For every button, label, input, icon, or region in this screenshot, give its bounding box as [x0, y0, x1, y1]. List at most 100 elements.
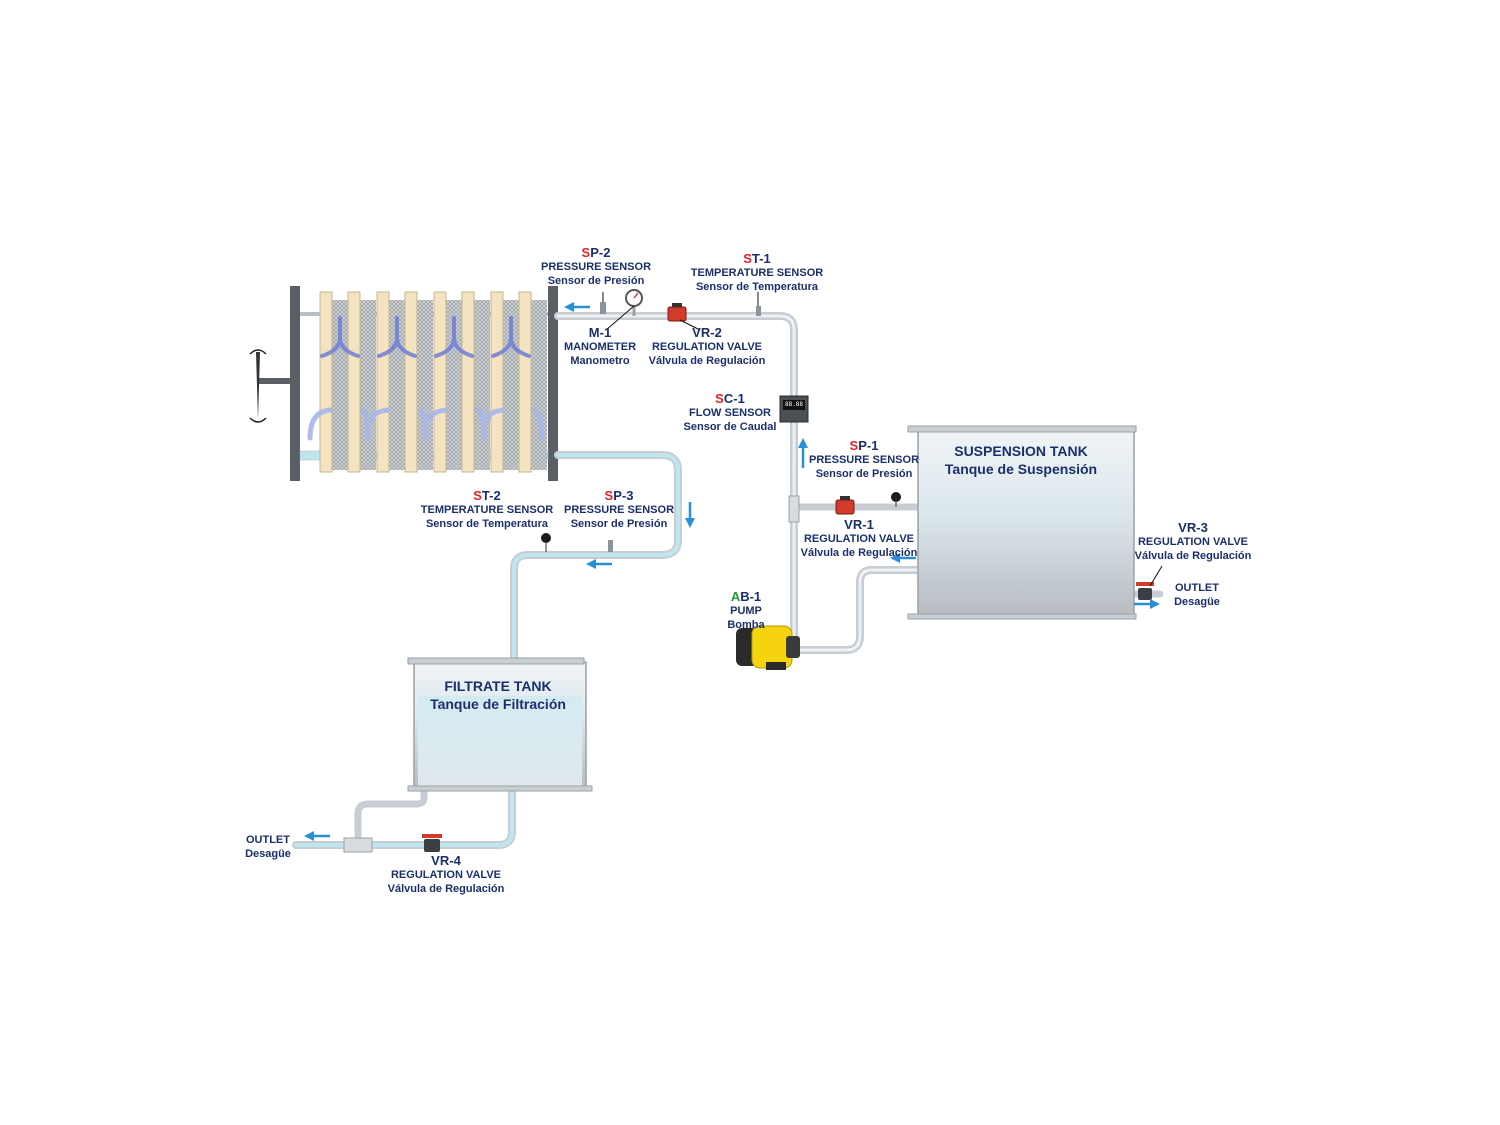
label-ab1: AB-1 PUMP Bomba [727, 590, 764, 632]
filter-plate [376, 291, 390, 473]
label-vr3-es: Válvula de Regulación [1134, 550, 1252, 562]
arrow-left-icon [564, 302, 590, 312]
drain-pipe-left [354, 786, 428, 849]
press-filtrate-arrow [307, 407, 333, 441]
press-filtrate-arrow [369, 407, 391, 423]
label-vr1-en: REGULATION VALVE [803, 533, 914, 545]
label-sc1-code: C-1 [723, 391, 745, 406]
label-sp2-prefix: S [581, 245, 591, 260]
label-sc1-es: Sensor de Caudal [683, 421, 777, 433]
suspension-tank-title-en: SUSPENSION TANK [954, 443, 1088, 459]
bypass-fitting [788, 495, 800, 523]
regulation-valve-vr2[interactable] [667, 303, 701, 331]
label-vr3: VR-3 REGULATION VALVE Válvula de Regulac… [1135, 521, 1252, 563]
press-filtrate-arrow [485, 407, 506, 423]
label-st1: ST-1 TEMPERATURE SENSOR Sensor de Temper… [691, 252, 823, 294]
arrow-right-icon [1134, 599, 1160, 609]
filter-plate [347, 291, 361, 473]
label-m1-en: MANOMETER [563, 341, 637, 353]
manometer[interactable] [605, 289, 643, 331]
arrow-left-icon [304, 831, 330, 841]
filter-plate [490, 291, 504, 473]
temperature-sensor-st1[interactable] [756, 292, 761, 316]
label-sp2-en: PRESSURE SENSOR [540, 261, 652, 273]
label-ab1-code: B-1 [740, 589, 762, 604]
label-sp1-es: Sensor de Presión [815, 468, 913, 480]
label-sp1: SP-1 PRESSURE SENSOR Sensor de Presión [809, 439, 919, 481]
label-outlet-left-es: Desagüe [245, 848, 291, 860]
label-ab1-prefix: A [730, 589, 741, 604]
filter-plate [319, 291, 333, 473]
label-outlet-right-es: Desagüe [1174, 596, 1220, 608]
label-sp3-es: Sensor de Presión [570, 518, 668, 530]
filtrate-tank [407, 657, 593, 792]
suction-pipe-highlight [798, 568, 920, 652]
label-outlet-left-en: OUTLET [245, 834, 290, 846]
pressure-sensor-sp2[interactable] [600, 292, 606, 314]
label-outlet-right-en: OUTLET [1174, 582, 1219, 594]
label-sp1-prefix: S [849, 438, 859, 453]
label-st1-en: TEMPERATURE SENSOR [690, 267, 824, 279]
label-sp3: SP-3 PRESSURE SENSOR Sensor de Presión [564, 489, 674, 531]
label-sc1-en: FLOW SENSOR [689, 407, 771, 419]
regulation-valve-vr1[interactable] [835, 496, 855, 515]
press-flow-arrow [452, 336, 474, 358]
rotation-arrow-bottom [249, 417, 267, 423]
label-sp2-code: P-2 [590, 245, 611, 260]
label-vr1-code: VR-1 [844, 517, 874, 532]
label-sp3-en: PRESSURE SENSOR [563, 504, 675, 516]
label-st2: ST-2 TEMPERATURE SENSOR Sensor de Temper… [421, 489, 553, 531]
label-vr4-es: Válvula de Regulación [387, 883, 505, 895]
press-filtrate-arrow [475, 407, 487, 441]
filtrate-tank-title-es: Tanque de Filtración [430, 696, 566, 712]
filter-plate [461, 291, 475, 473]
drain-tee-fitting [343, 837, 373, 853]
label-m1: M-1 MANOMETER Manometro [564, 326, 636, 368]
label-vr2-code: VR-2 [692, 325, 722, 340]
rotation-handle-icon[interactable] [256, 352, 260, 420]
label-vr1-es: Válvula de Regulación [800, 547, 918, 559]
suspension-tank-title: SUSPENSION TANK Tanque de Suspensión [945, 442, 1097, 478]
filter-plate [404, 291, 418, 473]
label-vr4: VR-4 REGULATION VALVE Válvula de Regulac… [388, 854, 505, 896]
suspension-tank [907, 425, 1137, 620]
press-filtrate-arrow [359, 407, 371, 441]
filter-plate [433, 291, 447, 473]
rotation-arrow-top [249, 349, 267, 355]
regulation-valve-vr4[interactable] [422, 834, 442, 852]
filtrate-pipe [510, 451, 682, 664]
pump-ab1[interactable] [736, 625, 800, 670]
label-m1-es: Manometro [570, 355, 630, 367]
flow-sensor-display: 88.88 [783, 400, 805, 410]
regulation-valve-vr3[interactable] [1136, 565, 1163, 600]
pressure-sensor-sp3[interactable] [608, 540, 613, 552]
press-flow-arrow [509, 336, 531, 358]
pressure-sensor-sp1[interactable] [891, 492, 901, 507]
label-vr2-es: Válvula de Regulación [648, 355, 766, 367]
label-vr4-en: REGULATION VALVE [390, 869, 501, 881]
press-end-plate-right [548, 286, 558, 481]
press-flow-arrow [395, 336, 417, 358]
press-filtrate-arrow [427, 407, 449, 423]
label-vr3-code: VR-3 [1178, 520, 1208, 535]
label-outlet-left: OUTLET Desagüe [245, 833, 291, 861]
filter-press [249, 286, 558, 481]
press-flow-arrow [338, 336, 360, 358]
press-end-plate-left [290, 286, 300, 481]
press-filtrate-arrow [531, 407, 545, 441]
filtrate-tank-title-en: FILTRATE TANK [444, 678, 552, 694]
arrow-left-icon [890, 553, 916, 563]
arrow-down-icon [685, 502, 695, 528]
label-vr4-code: VR-4 [431, 853, 461, 868]
label-sp3-code: P-3 [613, 488, 634, 503]
filtrate-pipe-water [512, 453, 680, 662]
label-ab1-es: Bomba [727, 619, 765, 631]
label-sp2-es: Sensor de Presión [547, 275, 645, 287]
label-vr1: VR-1 REGULATION VALVE Válvula de Regulac… [801, 518, 918, 560]
suspension-tank-title-es: Tanque de Suspensión [944, 461, 1098, 477]
label-st2-code: T-2 [481, 488, 501, 503]
filter-plate [518, 291, 532, 473]
temperature-sensor-st2[interactable] [541, 533, 551, 552]
label-sp1-en: PRESSURE SENSOR [808, 454, 920, 466]
